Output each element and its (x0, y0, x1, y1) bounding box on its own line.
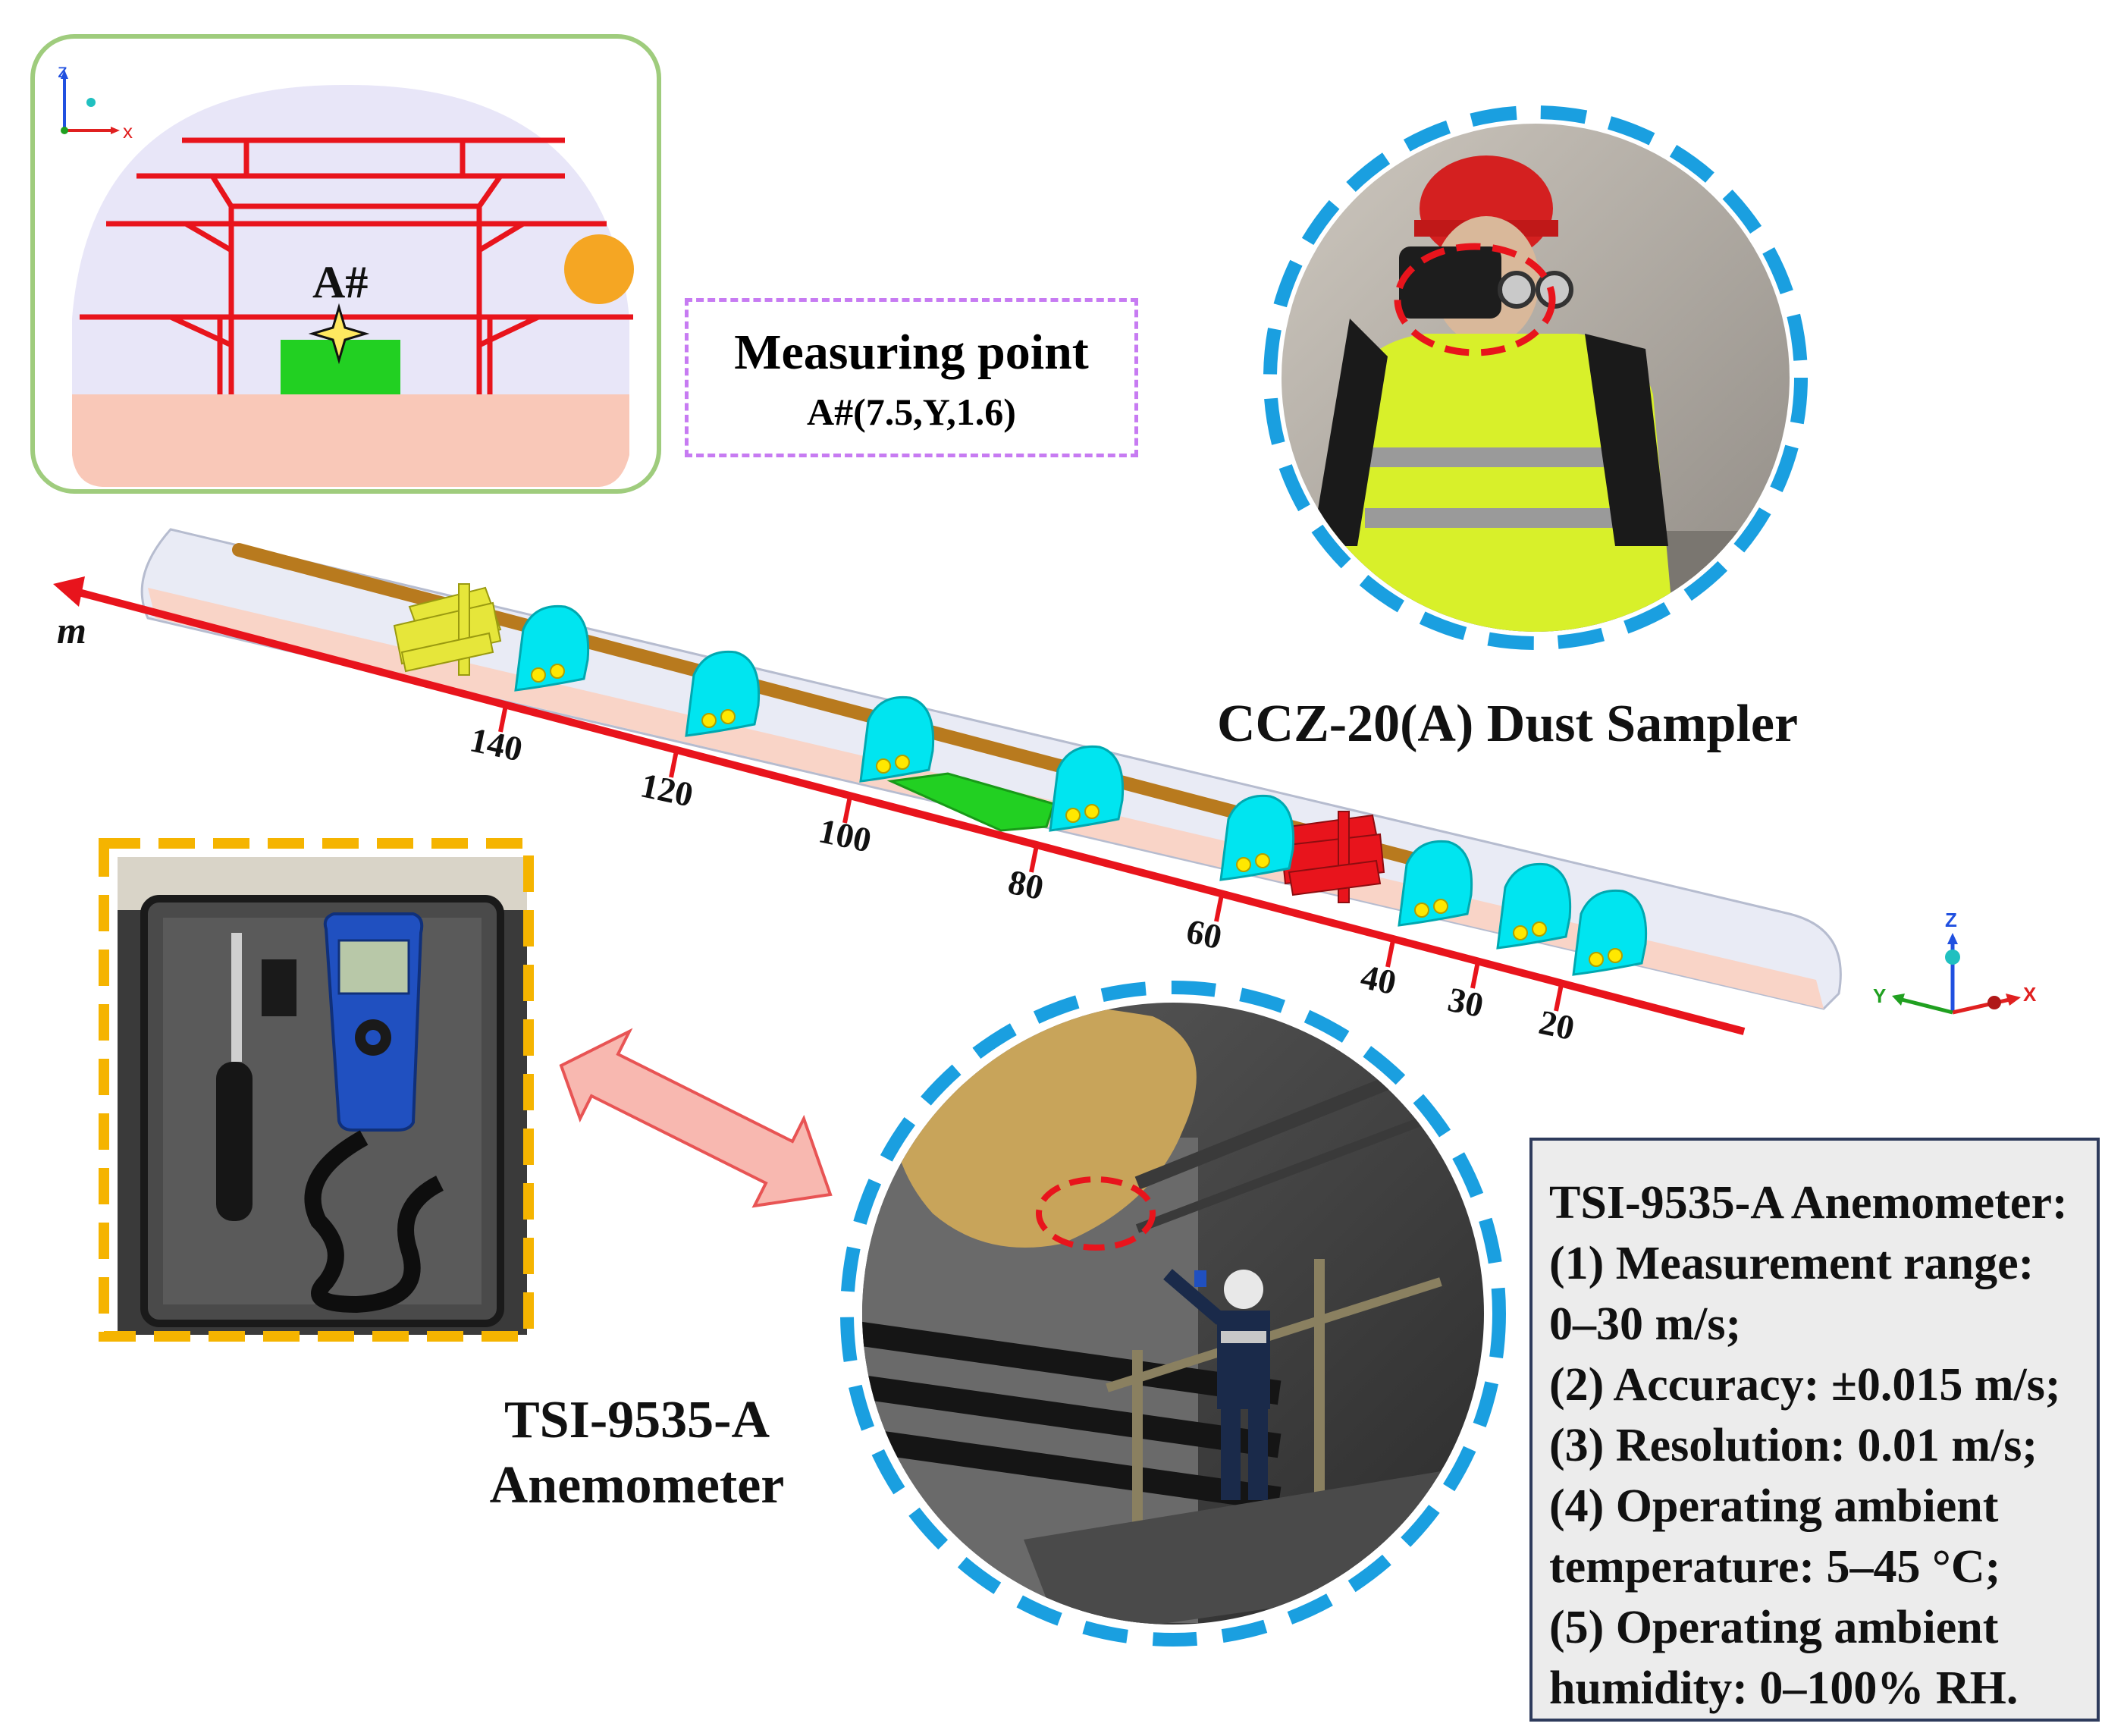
axis-ticks (498, 701, 1564, 1012)
measuring-points (531, 664, 1623, 967)
spec-line: (1) Measurement range: (1549, 1238, 2034, 1289)
tunnel-green-pad (886, 772, 1056, 832)
measuring-point-box: Measuring point A#(7.5,Y,1.6) (685, 298, 1138, 457)
spec-line: (5) Operating ambient (1549, 1602, 1999, 1653)
anemometer-spec-box: TSI-9535-A Anemometer: (1) Measurement r… (1529, 1138, 2100, 1722)
spec-line: 0–30 m/s; (1549, 1298, 1742, 1350)
triad-axis-y: Y (1873, 984, 1887, 1007)
triad-axis-z: Z (1945, 909, 1957, 931)
distance-axis-unit: m (57, 609, 86, 651)
spec-line: (3) Resolution: 0.01 m/s; (1549, 1420, 2038, 1471)
spec-line: TSI-9535-A Anemometer: (1549, 1177, 2068, 1229)
anemometer-label-line2: Anemometer (489, 1456, 785, 1515)
red-support-frame (1280, 811, 1385, 903)
sun-circle (564, 234, 634, 304)
inset-axis-z: z (58, 59, 67, 82)
tunnel-floor (72, 394, 629, 487)
yellow-support-frame (393, 583, 502, 676)
spec-line: temperature: 5–45 °C; (1549, 1541, 2001, 1593)
airflow-photo-dashed-ring (840, 981, 1506, 1647)
measuring-star (308, 303, 370, 365)
inset-axis-x: x (123, 120, 133, 143)
measuring-point-title: Measuring point (734, 325, 1089, 380)
dust-sampler-label: CCZ-20(A) Dust Sampler (1217, 695, 1799, 753)
spec-line: (4) Operating ambient (1549, 1480, 1999, 1532)
dust-photo-dashed-ring (1263, 105, 1808, 650)
support-frame (80, 137, 633, 394)
tunnel-distance-axis (74, 588, 1746, 1035)
axis-arrowhead (53, 576, 85, 607)
triad-axis-x: X (2023, 983, 2037, 1006)
tunnel-axis-triad (1892, 933, 2021, 1015)
sampler-highlight-ring (1394, 243, 1556, 356)
measuring-point-coordinate: A#(7.5,Y,1.6) (807, 391, 1016, 433)
spec-line: humidity: 0–100% RH. (1549, 1662, 2019, 1714)
measuring-point-label: A# (312, 257, 369, 307)
anemometer-label: TSI-9535-A Anemometer (470, 1388, 804, 1518)
spec-line: (2) Accuracy: ±0.015 m/s; (1549, 1359, 2061, 1411)
case-dashed-border (99, 838, 534, 1342)
anemometer-highlight-ring (1036, 1176, 1156, 1251)
inset-axis-triad (61, 70, 120, 134)
anemometer-label-line1: TSI-9535-A (504, 1391, 770, 1449)
